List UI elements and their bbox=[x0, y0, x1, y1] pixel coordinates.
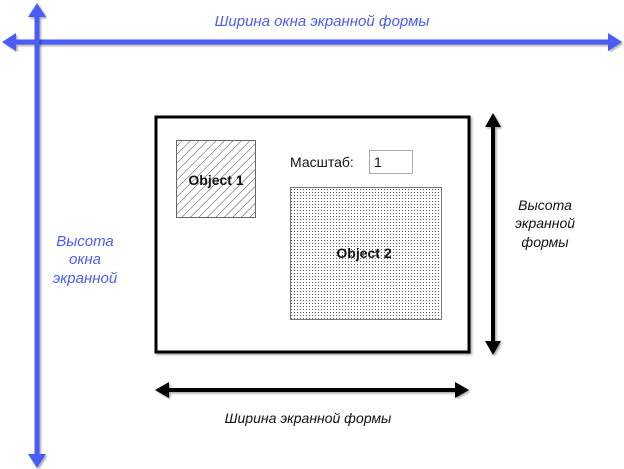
form-height-arrow bbox=[485, 113, 501, 355]
window-height-line-3: экранной bbox=[53, 270, 118, 287]
object-2-label: Object 2 bbox=[336, 245, 391, 261]
window-height-arrow bbox=[28, 3, 46, 468]
form-height-line-2: экранной bbox=[515, 215, 575, 231]
window-height-line-2: окна bbox=[69, 251, 101, 268]
window-height-label: Высота окна экранной bbox=[53, 233, 118, 287]
form-height-label: Высота экранной формы bbox=[515, 197, 575, 250]
form-height-line-1: Высота bbox=[518, 197, 572, 213]
object-2: Object 2 bbox=[290, 187, 442, 320]
scale-input[interactable] bbox=[369, 150, 413, 174]
form-width-arrow bbox=[155, 382, 469, 398]
scale-input-value: 1 bbox=[374, 154, 382, 170]
window-width-arrow bbox=[2, 33, 622, 51]
window-width-label: Ширина окна экранной формы bbox=[215, 13, 430, 30]
object-1-label: Object 1 bbox=[188, 172, 243, 188]
form-height-line-3: формы bbox=[521, 234, 569, 250]
scale-label: Масштаб: bbox=[290, 154, 354, 170]
window-height-line-1: Высота bbox=[56, 233, 114, 250]
object-1: Object 1 bbox=[176, 140, 256, 218]
form-width-label: Ширина экранной формы bbox=[225, 410, 392, 426]
